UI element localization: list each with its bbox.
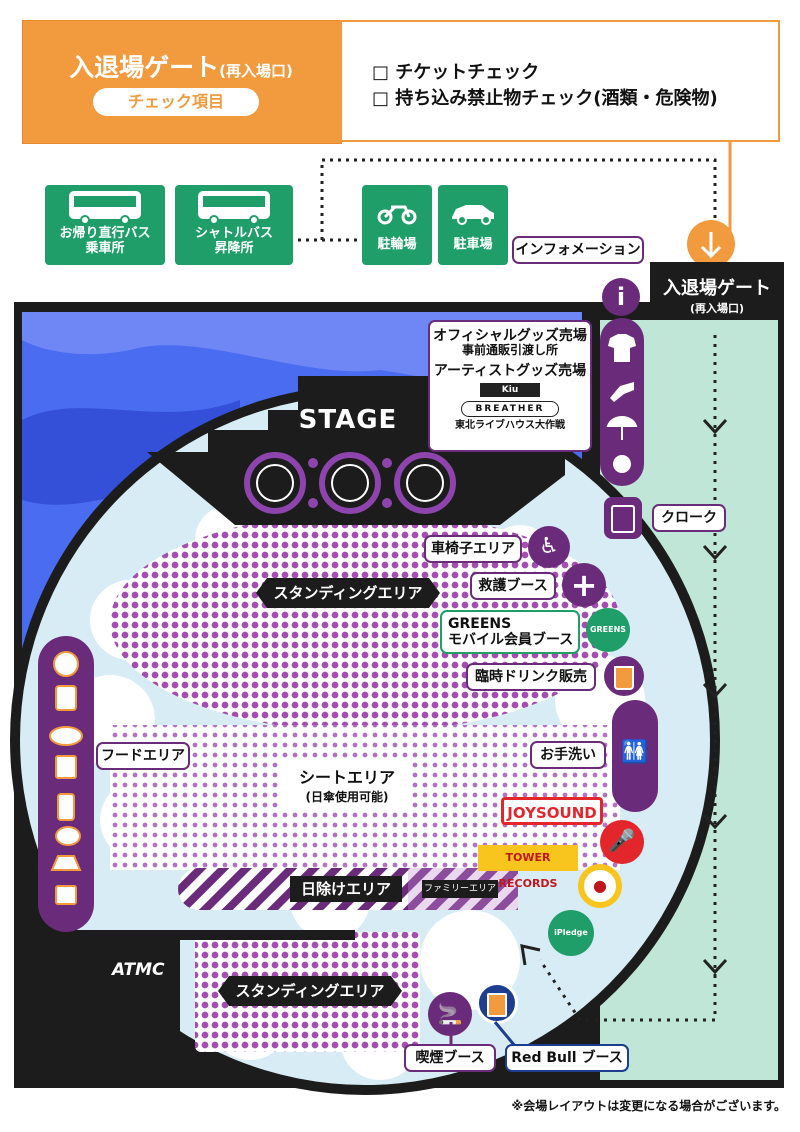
wheelchair-icon: ♿ — [528, 526, 570, 568]
checklist-item-prohibited: □ 持ち込み禁止物チェック(酒類・危険物) — [372, 88, 718, 109]
smoking-booth-label: 喫煙ブース — [404, 1044, 496, 1072]
livehouse-logo: 東北ライブハウス大作戦 — [455, 419, 565, 431]
tower-records-logo: TOWER RECORDS — [478, 845, 578, 890]
towel-icon — [610, 382, 634, 402]
umbrella-icon — [606, 416, 638, 440]
motorbike-icon — [377, 205, 417, 225]
greens-booth-label: GREENS モバイル会員ブース — [440, 610, 580, 654]
fries-icon — [55, 755, 77, 779]
first-aid-label: 救護ブース — [470, 572, 556, 600]
bus-icon — [69, 191, 141, 225]
booth-connectors — [449, 1021, 517, 1047]
redbull-can-icon — [476, 982, 518, 1024]
checklist-item-ticket: □ チケットチェック — [372, 62, 540, 83]
seat-area-label: シートエリア (日傘使用可能) — [282, 760, 412, 808]
food-area-label: フードエリア — [96, 742, 190, 770]
takeout-icon — [55, 885, 77, 905]
information-label: インフォメーション — [512, 236, 644, 264]
check-items-badge: チェック項目 — [93, 88, 259, 116]
drink-sales-label: 臨時ドリンク販売 — [466, 663, 596, 691]
redbull-booth-label: Red Bull ブース — [505, 1044, 629, 1072]
wheelchair-area-label: 車椅子エリア — [424, 535, 522, 563]
cloak-label: クローク — [652, 504, 726, 532]
suitcase-icon — [604, 497, 642, 539]
drink-cup-icon — [55, 685, 77, 711]
breather-logo: BREATHER — [461, 400, 559, 417]
shade-area-label: 日除けエリア — [290, 876, 402, 902]
atmc-logo: ATMC — [112, 960, 165, 980]
family-area-label: ファミリーエリア — [422, 880, 498, 898]
rice-ball-icon — [50, 855, 82, 871]
microphone-icon: 🎤 — [600, 820, 644, 864]
bus-icon — [198, 191, 270, 225]
greens-logo: GREENS — [586, 608, 630, 652]
bike-parking: 駐輪場 — [362, 185, 432, 265]
goods-shop-label: オフィシャルグッズ売場 事前通販引渡し所 アーティストグッズ売場 Kiu BRE… — [428, 320, 592, 452]
restroom-label: お手洗い — [530, 741, 606, 769]
kiu-logo: Kiu — [480, 382, 540, 397]
vinyl-icon: ● — [578, 864, 622, 908]
gate-header-title: 入退場ゲート(再入場口) — [69, 53, 293, 82]
badge-icon — [613, 455, 631, 473]
car-parking: 駐車場 — [438, 185, 508, 265]
restroom-icon: 🚻 — [621, 740, 649, 765]
gate-header-box — [22, 20, 342, 144]
first-aid-icon: + — [562, 563, 606, 607]
skewer-icon — [55, 826, 81, 846]
ipledge-logo: iPledge — [548, 910, 594, 956]
tshirt-icon — [608, 334, 636, 362]
food-icons — [49, 651, 83, 905]
stage-label: STAGE — [298, 405, 398, 435]
car-icon — [452, 205, 494, 225]
joysound-logo: JOYSOUND — [501, 797, 603, 825]
standing-area-front-label: スタンディングエリア — [256, 578, 440, 608]
shaved-ice-icon — [53, 651, 79, 677]
bottle-icon — [57, 793, 75, 821]
layout-note: ※会場レイアウトは変更になる場合がございます。 — [511, 1099, 786, 1113]
drink-icon — [604, 656, 644, 696]
entry-gate-label: 入退場ゲート (再入場口) — [650, 262, 784, 320]
direct-bus-stop: お帰り直行バス 乗車所 — [45, 185, 165, 265]
goods-icons — [606, 334, 638, 473]
speaker-array — [244, 452, 456, 514]
info-icon: i — [602, 278, 640, 316]
standing-area-back-label: スタンディングエリア — [218, 976, 402, 1006]
bowl-icon — [49, 726, 83, 746]
shuttle-bus-stop: シャトルバス 昇降所 — [175, 185, 293, 265]
checklist-box — [340, 20, 780, 142]
